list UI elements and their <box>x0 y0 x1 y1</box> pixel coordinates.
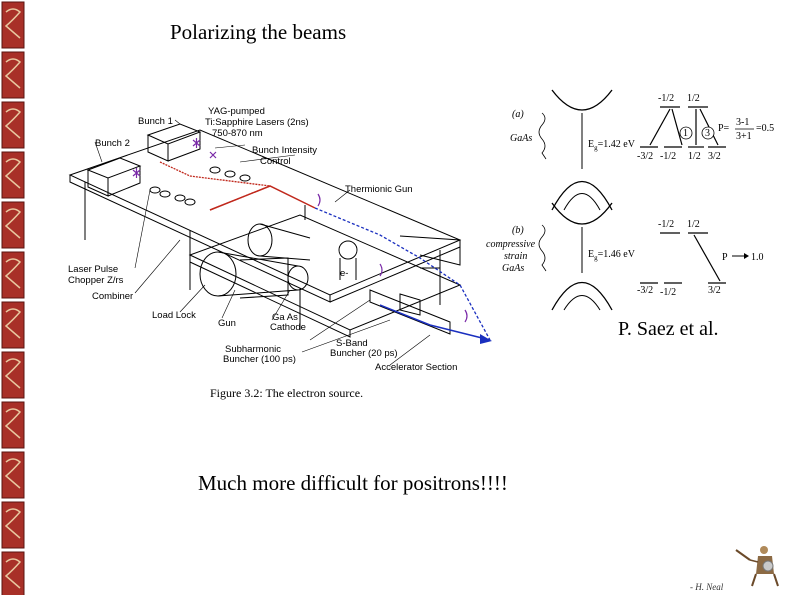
label-thermionic-gun: Thermionic Gun <box>345 184 413 195</box>
author-credit: - H. Neal <box>690 582 724 592</box>
label-yag-1: YAG-pumped <box>208 106 265 117</box>
panel-b-label: (b) <box>512 225 524 236</box>
border-ornament <box>4 558 22 589</box>
label-accelerator: Accelerator Section <box>375 362 457 373</box>
label-subharmonic-2: Buncher (100 ps) <box>223 354 296 365</box>
band-structure-diagram: (a) GaAs Eg=1.42 eV -1/2 1/2 -3/2 -1/2 1… <box>486 89 774 311</box>
label-gaas-1: Ga As <box>272 312 298 323</box>
a-num: 3-1 <box>736 117 749 128</box>
figure-credit: P. Saez et al. <box>618 318 719 340</box>
positron-note: Much more difficult for positrons!!!! <box>198 471 508 495</box>
label-bunch2: Bunch 2 <box>95 138 130 149</box>
border-ornament <box>4 408 22 439</box>
label-chopper-2: Chopper Z/rs <box>68 275 124 286</box>
label-intensity-2: Control <box>260 156 291 167</box>
label-bunch1: Bunch 1 <box>138 116 173 127</box>
figure-caption: Figure 3.2: The electron source. <box>210 386 364 400</box>
label-yag-3: 750-870 nm <box>212 128 263 139</box>
label-gun: Gun <box>218 318 236 329</box>
label-intensity-1: Bunch Intensity <box>252 145 317 156</box>
panel-a-gap-e: Eg=1.42 eV <box>588 139 636 152</box>
border-ornament <box>4 108 22 139</box>
b-bot-2: -1/2 <box>660 287 676 298</box>
a-bot-4: 3/2 <box>708 151 721 162</box>
label-chopper-1: Laser Pulse <box>68 264 118 275</box>
border-ornament <box>4 58 22 89</box>
a-den: 3+1 <box>736 131 752 142</box>
panel-b-material-3: GaAs <box>502 263 524 274</box>
a-top-plus: 1/2 <box>687 93 700 104</box>
border-ornament <box>4 508 22 539</box>
border-ornament <box>4 308 22 339</box>
label-e: e- <box>340 268 348 279</box>
label-sband-1: S-Band <box>336 338 368 349</box>
a-bot-3: 1/2 <box>688 151 701 162</box>
decorative-figure-icon <box>735 546 779 587</box>
electron-source-diagram: Bunch 1 Bunch 2 YAG-pumped Ti:Sapphire L… <box>68 106 492 373</box>
border-ornament <box>4 458 22 489</box>
b-top-plus: 1/2 <box>687 219 700 230</box>
panel-b-material-1: compressive <box>486 239 536 250</box>
border-ornament <box>4 358 22 389</box>
panel-b-gap-e: Eg=1.46 eV <box>588 249 636 262</box>
panel-a-label: (a) <box>512 109 524 120</box>
b-polarization: P <box>722 252 728 263</box>
b-bot-3: 3/2 <box>708 285 721 296</box>
a-polarization: P= <box>718 123 730 134</box>
border-ornament <box>4 8 22 39</box>
label-subharmonic-1: Subharmonic <box>225 344 281 355</box>
label-sband-2: Buncher (20 ps) <box>330 348 398 359</box>
a-bot-2: -1/2 <box>660 151 676 162</box>
b-bot-1: -3/2 <box>637 285 653 296</box>
border-ornament <box>4 258 22 289</box>
b-top-minus: -1/2 <box>658 219 674 230</box>
decorative-border <box>1 1 25 595</box>
a-top-minus: -1/2 <box>658 93 674 104</box>
label-yag-2: Ti:Sapphire Lasers (2ns) <box>205 117 309 128</box>
b-result: 1.0 <box>751 252 764 263</box>
a-circle-1: 1 <box>683 128 688 139</box>
a-circle-3: 3 <box>705 128 710 139</box>
label-gaas-2: Cathode <box>270 322 306 333</box>
label-combiner: Combiner <box>92 291 133 302</box>
panel-b-material-2: strain <box>504 251 527 262</box>
border-ornament <box>4 158 22 189</box>
a-bot-1: -3/2 <box>637 151 653 162</box>
slide-title: Polarizing the beams <box>170 20 347 44</box>
panel-a-material: GaAs <box>510 133 532 144</box>
a-result: =0.5 <box>756 123 774 134</box>
border-ornament <box>4 208 22 239</box>
label-load-lock: Load Lock <box>152 310 196 321</box>
